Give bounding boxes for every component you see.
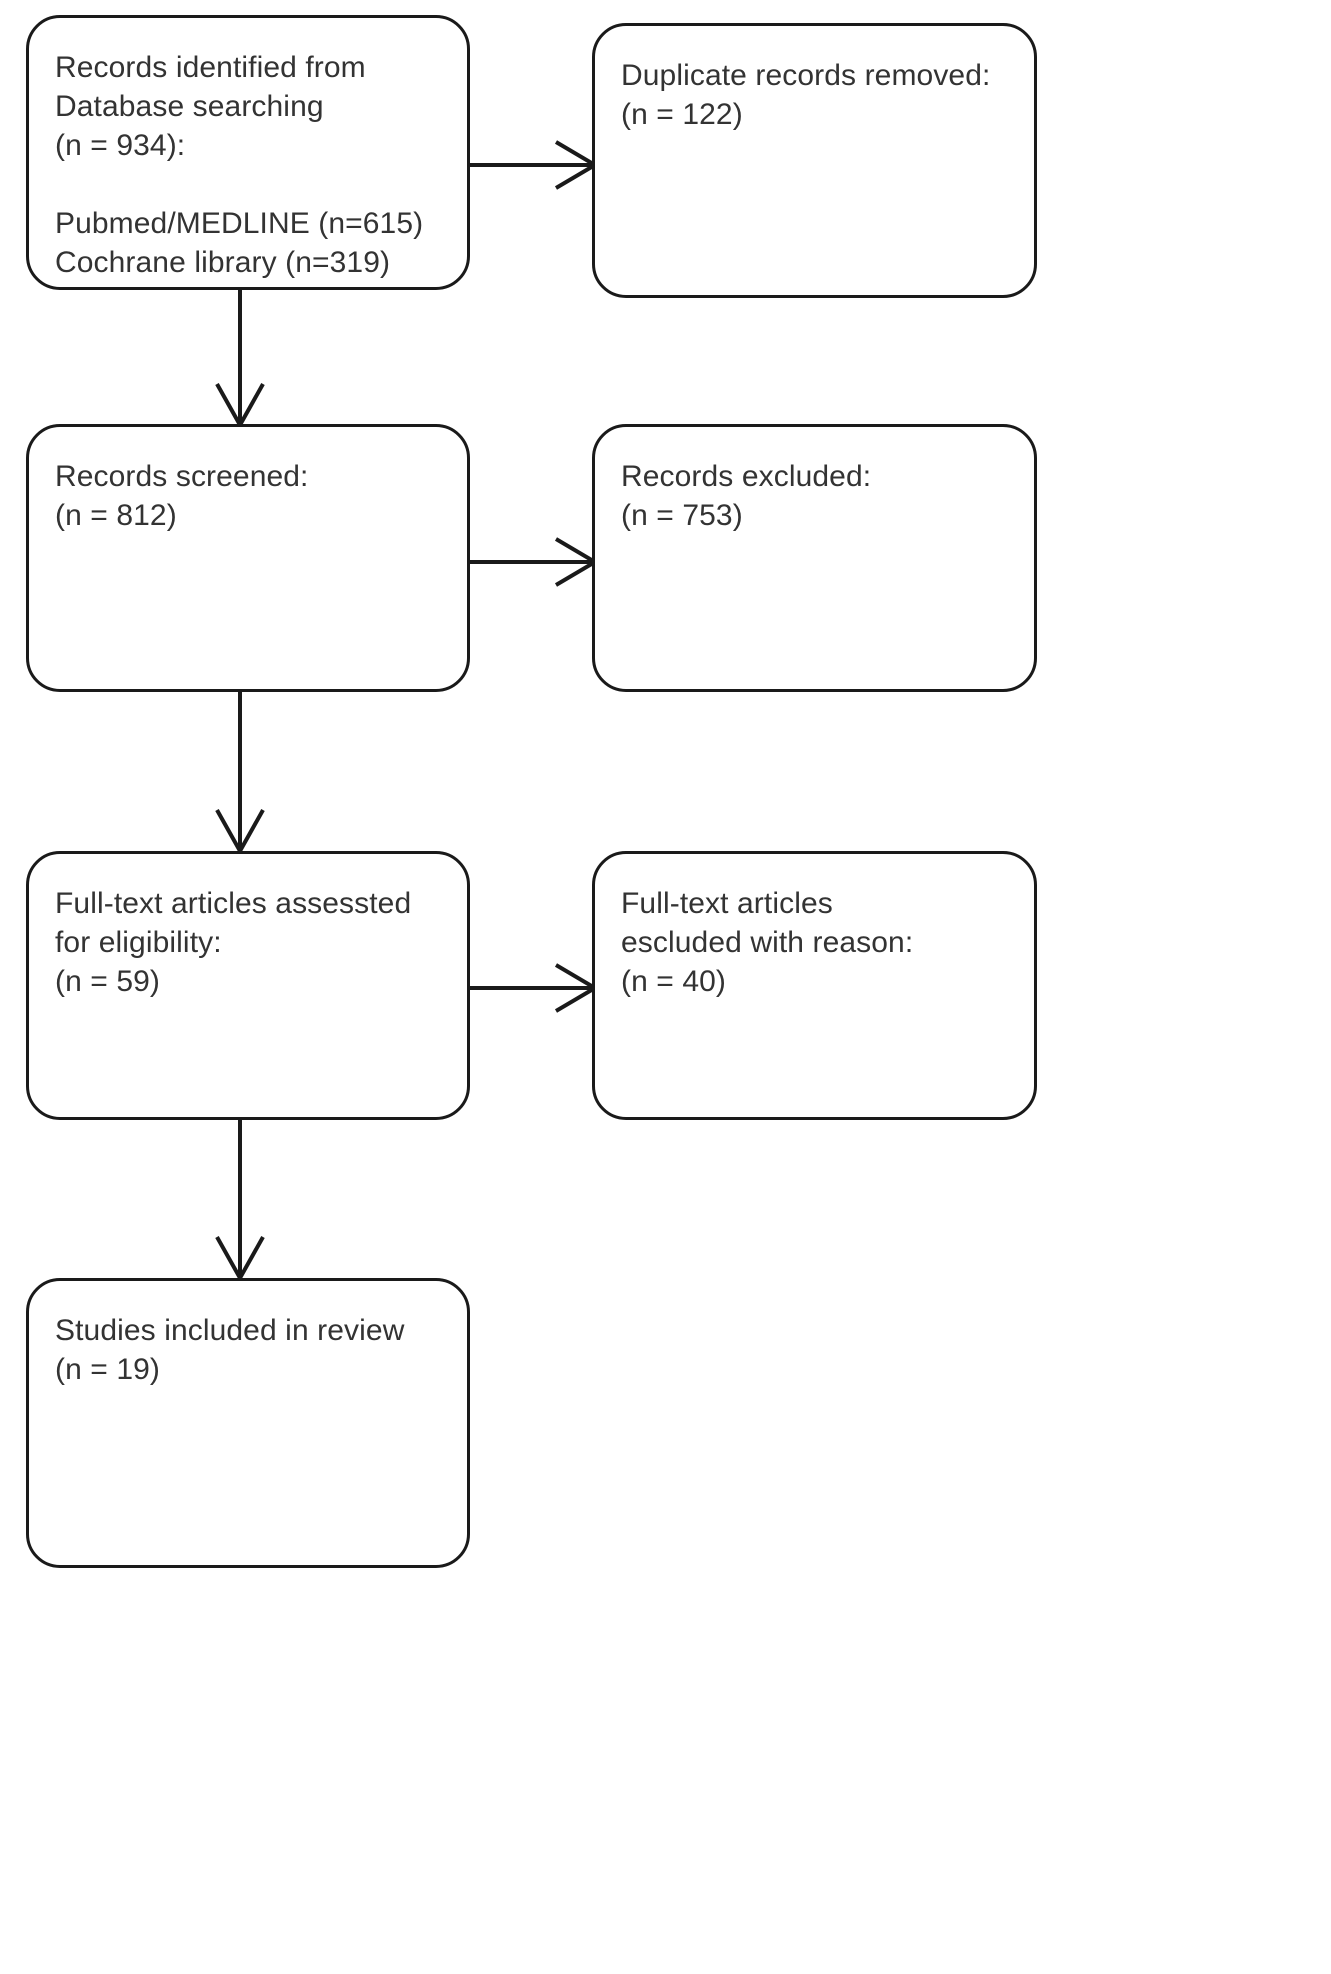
records-screened-text: Records screened: (n = 812) bbox=[55, 460, 309, 532]
edge-screened-to-fulltext bbox=[215, 692, 265, 856]
duplicate-records-removed-text: Duplicate records removed: (n = 122) bbox=[621, 59, 991, 131]
full-text-assessed-box: Full-text articles assessted for eligibi… bbox=[26, 851, 470, 1120]
studies-included-text: Studies included in review (n = 19) bbox=[55, 1314, 405, 1386]
duplicate-records-removed-box: Duplicate records removed: (n = 122) bbox=[592, 23, 1037, 298]
edge-fulltext-to-excluded bbox=[470, 963, 599, 1013]
records-excluded-text: Records excluded: (n = 753) bbox=[621, 460, 872, 532]
full-text-assessed-text: Full-text articles assessted for eligibi… bbox=[55, 887, 412, 998]
studies-included-box: Studies included in review (n = 19) bbox=[26, 1278, 470, 1568]
records-identified-box: Records identified from Database searchi… bbox=[26, 15, 470, 290]
full-text-excluded-box: Full-text articles escluded with reason:… bbox=[592, 851, 1037, 1120]
edge-identification-to-screened bbox=[215, 290, 265, 430]
edge-identification-to-duplicates bbox=[470, 140, 599, 190]
edge-fulltext-to-included bbox=[215, 1120, 265, 1283]
full-text-excluded-text: Full-text articles escluded with reason:… bbox=[621, 887, 914, 998]
records-identified-text: Records identified from Database searchi… bbox=[55, 51, 424, 279]
records-screened-box: Records screened: (n = 812) bbox=[26, 424, 470, 692]
records-excluded-box: Records excluded: (n = 753) bbox=[592, 424, 1037, 692]
edge-screened-to-records-excluded bbox=[470, 537, 599, 587]
